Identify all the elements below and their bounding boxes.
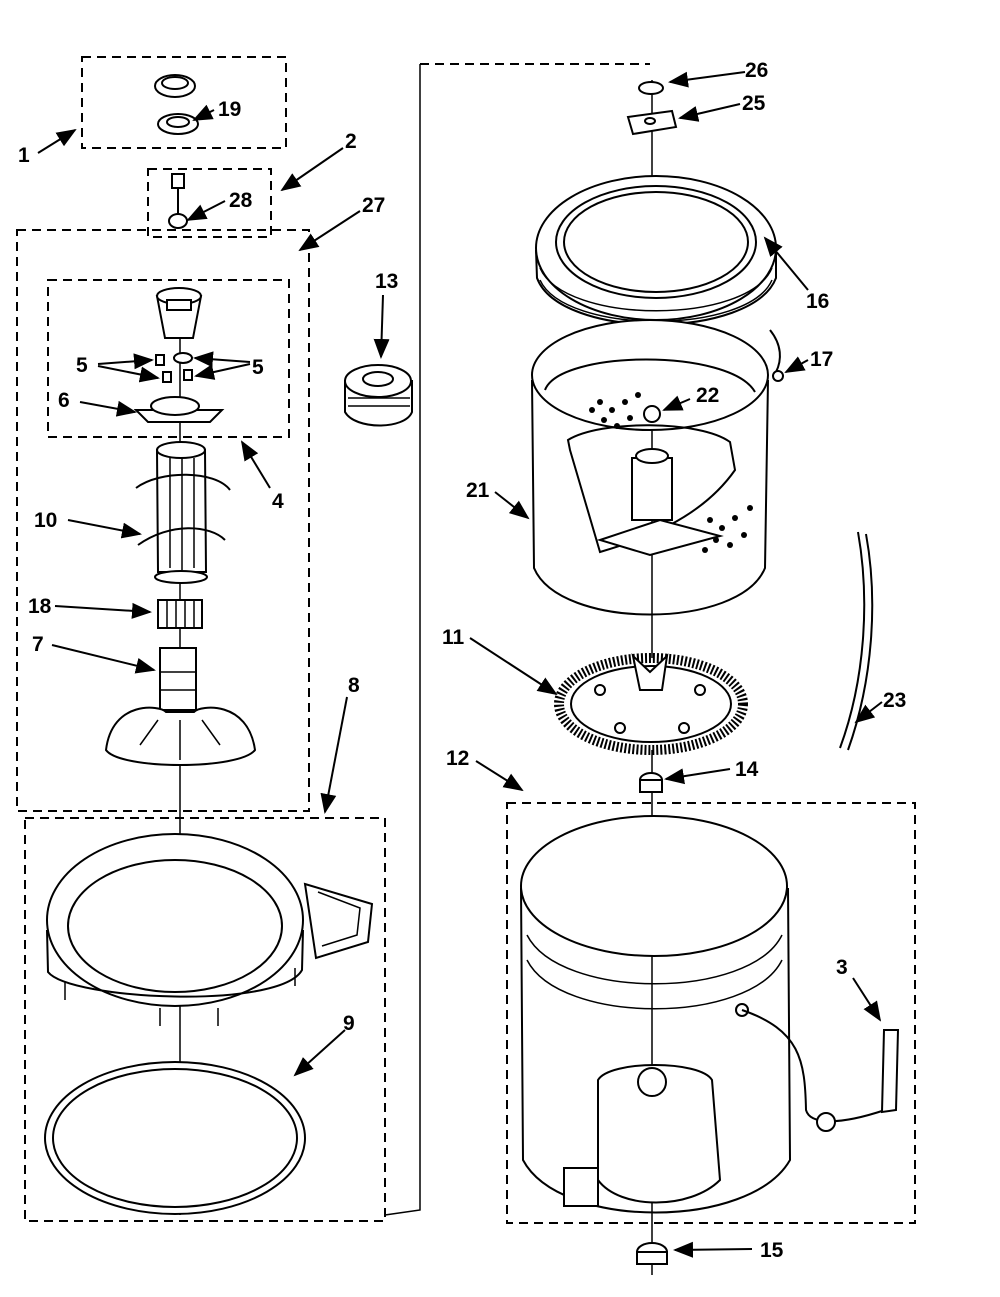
drain-hose-part-3 bbox=[741, 1009, 900, 1132]
drive-bell-part bbox=[344, 364, 413, 427]
label-4: 4 bbox=[272, 490, 284, 513]
group-box-2 bbox=[147, 168, 272, 238]
group-box-8 bbox=[24, 817, 386, 1222]
tub-ring-part bbox=[46, 833, 374, 1026]
label-25: 25 bbox=[742, 92, 766, 115]
label-9: 9 bbox=[343, 1012, 355, 1035]
agitator-top-cam-part bbox=[155, 287, 203, 339]
label-14: 14 bbox=[735, 758, 759, 781]
group-box-4 bbox=[47, 279, 290, 438]
cam-washer-part bbox=[133, 396, 225, 423]
nut-part-14 bbox=[639, 772, 663, 793]
label-11: 11 bbox=[442, 626, 465, 649]
label-13: 13 bbox=[375, 270, 398, 293]
group-box-27 bbox=[16, 229, 310, 812]
agitator-dogs-part bbox=[155, 352, 193, 383]
label-27: 27 bbox=[362, 194, 385, 217]
label-2: 2 bbox=[345, 130, 357, 153]
wire-clip-part-17 bbox=[769, 329, 784, 382]
nut-part-15 bbox=[636, 1242, 668, 1265]
clamp-part-25 bbox=[626, 109, 678, 136]
label-7: 7 bbox=[32, 633, 44, 656]
group-box-12 bbox=[506, 802, 916, 1224]
label-12: 12 bbox=[446, 747, 469, 770]
label-16: 16 bbox=[806, 290, 829, 313]
label-3: 3 bbox=[836, 956, 848, 979]
group-box-1 bbox=[81, 56, 287, 149]
drive-gear-part bbox=[554, 653, 748, 755]
label-8: 8 bbox=[348, 674, 360, 697]
spin-basket-part bbox=[531, 319, 769, 616]
label-23: 23 bbox=[883, 689, 906, 712]
label-22: 22 bbox=[696, 384, 719, 407]
label-5-right: 5 bbox=[252, 356, 264, 379]
grommet-part-22 bbox=[643, 405, 661, 423]
tub-ring-seal-part bbox=[44, 1061, 306, 1215]
bolt-part bbox=[168, 173, 188, 229]
one-way-clutch-part bbox=[157, 599, 203, 629]
label-21: 21 bbox=[466, 479, 490, 502]
label-19: 19 bbox=[218, 98, 241, 121]
balance-ring-part bbox=[535, 175, 777, 326]
label-1: 1 bbox=[18, 144, 30, 167]
label-15: 15 bbox=[760, 1239, 784, 1262]
agitator-cap-part bbox=[154, 74, 199, 135]
hose-part-23 bbox=[839, 531, 874, 751]
outer-tub-part bbox=[520, 815, 792, 1214]
label-6: 6 bbox=[58, 389, 70, 412]
label-17: 17 bbox=[810, 348, 833, 371]
label-5-left: 5 bbox=[76, 354, 88, 377]
nut-part-26 bbox=[638, 81, 664, 95]
label-28: 28 bbox=[229, 189, 253, 212]
label-18: 18 bbox=[28, 595, 52, 618]
label-10: 10 bbox=[34, 509, 57, 532]
label-26: 26 bbox=[745, 59, 768, 82]
agitator-base-part bbox=[104, 647, 257, 766]
agitator-barrel-part bbox=[135, 441, 231, 584]
